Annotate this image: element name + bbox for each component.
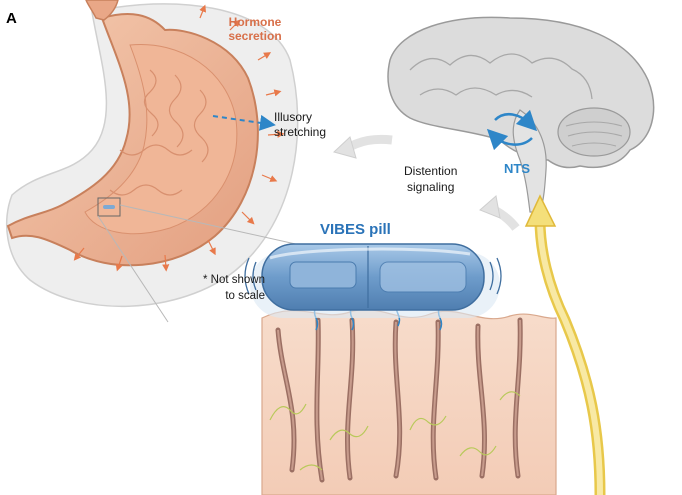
pill-location-box bbox=[97, 197, 121, 217]
hormone-arrows bbox=[73, 4, 285, 272]
not-to-scale-note: * Not shown to scale bbox=[160, 272, 265, 304]
distention-label-line1: Distention bbox=[404, 164, 458, 178]
scale-note-line1: * Not shown bbox=[202, 274, 265, 286]
scale-note-line2: to scale bbox=[225, 290, 265, 302]
distention-signaling-label: Distention signaling bbox=[404, 163, 457, 195]
nerve-signal-arrow bbox=[524, 194, 606, 495]
illusory-label-line1: Illusory bbox=[274, 110, 313, 124]
vibes-pill-label: VIBES pill bbox=[320, 221, 391, 238]
illusory-label-line2: stretching bbox=[274, 125, 327, 139]
hormone-label-line2: secretion bbox=[228, 29, 282, 43]
hormone-secretion-label: Hormone secretion bbox=[212, 15, 298, 43]
hormone-label-line1: Hormone bbox=[228, 15, 282, 29]
panel-label: A bbox=[6, 10, 17, 27]
mucosa-cross-section bbox=[261, 301, 557, 495]
vibes-pill-capsule bbox=[244, 243, 502, 318]
brain-illustration bbox=[387, 16, 655, 213]
nts-label: NTS bbox=[504, 161, 530, 176]
illusory-stretching-arrow bbox=[212, 114, 276, 131]
distention-label-line2: signaling bbox=[407, 180, 455, 194]
stomach-illustration bbox=[6, 0, 301, 323]
illusory-stretching-label: Illusory stretching bbox=[274, 110, 326, 140]
